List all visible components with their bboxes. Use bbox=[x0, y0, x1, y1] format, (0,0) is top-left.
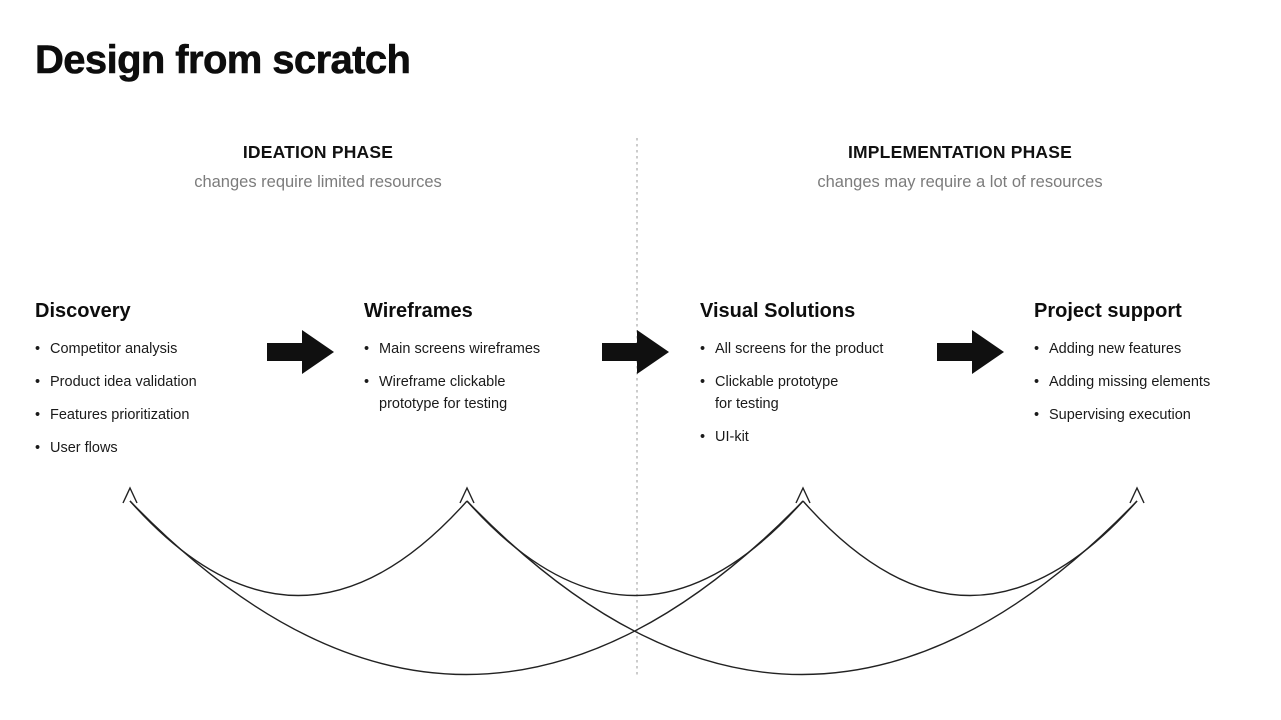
stage-items: Competitor analysis Product idea validat… bbox=[35, 338, 270, 459]
stage-visual-solutions: Visual Solutions All screens for the pro… bbox=[700, 300, 935, 459]
stage-discovery: Discovery Competitor analysis Product id… bbox=[35, 300, 270, 470]
phase-name: IDEATION PHASE bbox=[242, 142, 394, 162]
bullet-item: Features prioritization bbox=[35, 404, 270, 426]
up-arrowhead-icon bbox=[459, 486, 475, 504]
feedback-arc bbox=[129, 500, 804, 676]
stage-title: Project support bbox=[1034, 300, 1182, 322]
bullet-item: User flows bbox=[35, 437, 270, 459]
bullet-item: Wireframe clickable prototype for testin… bbox=[364, 371, 529, 415]
feedback-arc bbox=[129, 500, 468, 597]
phase-ideation: IDEATION PHASE changes require limited r… bbox=[118, 142, 518, 192]
bullet-item: Adding new features bbox=[1034, 338, 1274, 360]
stage-project-support: Project support Adding new features Addi… bbox=[1034, 300, 1274, 437]
stage-title: Discovery bbox=[35, 300, 131, 322]
iteration-loops bbox=[122, 486, 1145, 676]
bullet-item: Product idea validation bbox=[35, 371, 270, 393]
stage-items: All screens for the product Clickable pr… bbox=[700, 338, 935, 448]
stage-title: Wireframes bbox=[364, 300, 473, 322]
bullet-item: UI-kit bbox=[700, 426, 935, 448]
up-arrowhead-icon bbox=[795, 486, 811, 504]
flow-arrow-icon bbox=[267, 330, 334, 374]
stage-items: Main screens wireframes Wireframe clicka… bbox=[364, 338, 589, 415]
phase-subtitle: changes require limited resources bbox=[194, 173, 442, 191]
flow-arrow-icon bbox=[602, 330, 669, 374]
page-title: Design from scratch bbox=[35, 38, 412, 83]
feedback-arc bbox=[466, 500, 1138, 676]
phase-name: IMPLEMENTATION PHASE bbox=[847, 142, 1073, 162]
stage-wireframes: Wireframes Main screens wireframes Wiref… bbox=[364, 300, 589, 426]
bullet-item: Competitor analysis bbox=[35, 338, 270, 360]
flow-arrow-icon bbox=[937, 330, 1004, 374]
bullet-item: Supervising execution bbox=[1034, 404, 1274, 426]
stage-items: Adding new features Adding missing eleme… bbox=[1034, 338, 1274, 426]
up-arrowhead-icon bbox=[1129, 486, 1145, 504]
bullet-item: Adding missing elements bbox=[1034, 371, 1274, 393]
flow-arrows bbox=[267, 330, 1004, 374]
bullet-item: Clickable prototype for testing bbox=[700, 371, 850, 415]
phase-implementation: IMPLEMENTATION PHASE changes may require… bbox=[760, 142, 1160, 192]
phase-subtitle: changes may require a lot of resources bbox=[817, 173, 1103, 191]
up-arrowhead-icon bbox=[122, 486, 138, 504]
bullet-item: All screens for the product bbox=[700, 338, 935, 360]
stage-title: Visual Solutions bbox=[700, 300, 856, 322]
bullet-item: Main screens wireframes bbox=[364, 338, 589, 360]
